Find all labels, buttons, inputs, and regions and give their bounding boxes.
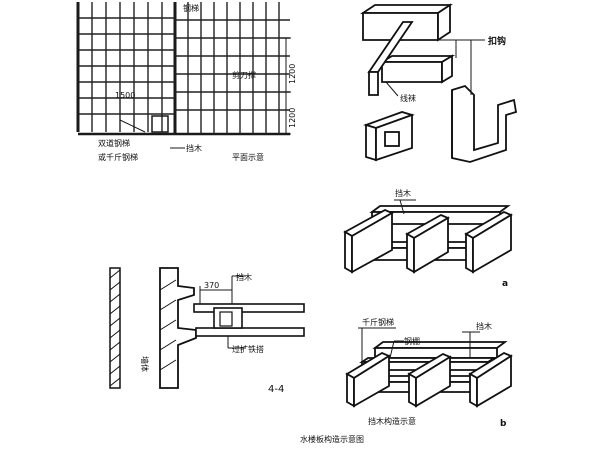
plan-right-verticals: [187, 2, 280, 134]
a-block2-side: [413, 216, 449, 274]
b-back-rail: [374, 347, 498, 359]
beam-side: [437, 3, 451, 42]
label-fig-b: b: [500, 419, 507, 429]
lower-slab: [195, 327, 305, 337]
label-dangmu-detail: 挡木: [236, 272, 252, 282]
plan-left-horizontals: [78, 17, 175, 115]
label-dangmu-a: 挡木: [395, 188, 411, 198]
label-dangmu-gouzao: 挡木构造示意: [368, 416, 416, 426]
a-block2-face: [406, 232, 415, 274]
a-block1-face: [344, 230, 353, 274]
label-dim-1500: 1500: [115, 91, 135, 100]
label-kougou: 扣钩: [488, 35, 506, 47]
column-hatch: [159, 279, 177, 371]
label-section: 4-4: [268, 384, 284, 395]
caption: 水楼板构造示意图: [300, 434, 364, 444]
figure-a: [343, 205, 513, 274]
label-gangti: 钢梯: [183, 3, 199, 13]
wall-hatch: [109, 269, 121, 387]
label-double-ladder-2: 或千斤钢梯: [98, 152, 138, 162]
label-dim-1200-b: 1200: [288, 108, 297, 128]
beam2-side: [441, 54, 453, 84]
bracket-left: [365, 123, 377, 162]
label-scissor-brace: 剪刀撑: [232, 70, 256, 80]
label-xianwa: 线袜: [400, 93, 416, 103]
clamp-detail: [360, 3, 518, 163]
section-view: [109, 267, 305, 389]
plan-view: [76, 2, 291, 136]
label-qianjin: 千斤钢梯: [362, 317, 394, 327]
plan-right-horizontals: [175, 19, 290, 111]
plan-dash-leader: [119, 119, 146, 133]
label-dangmu-b: 挡木: [476, 321, 492, 331]
plan-detail-box: [151, 115, 169, 133]
label-wall: 墙体: [140, 356, 150, 372]
label-fig-a: a: [502, 279, 508, 289]
label-plan-view: 平面示意: [232, 152, 264, 162]
label-double-ladder-1: 双道钢梯: [98, 138, 130, 148]
label-gangpeng: 钢棚: [404, 336, 420, 346]
a-block1-side: [351, 211, 393, 274]
figure-b: [345, 341, 513, 408]
label-dangmu-main: 挡木: [186, 143, 202, 153]
a-block3-side: [472, 213, 512, 274]
hook: [451, 84, 518, 163]
a-block3-face: [465, 232, 474, 274]
wall-left: [109, 267, 121, 389]
bracket-window: [384, 131, 400, 147]
label-dim-1200-a: 1200: [288, 64, 297, 84]
beam-top-face: [360, 4, 453, 14]
plan-left-verticals: [91, 2, 163, 132]
label-dim-370: 370: [204, 281, 219, 290]
post-base: [368, 71, 379, 96]
beam2-front: [381, 61, 443, 83]
column: [159, 267, 197, 389]
label-guoqiang: 过扩铁搭: [232, 344, 264, 354]
upper-slab: [193, 303, 305, 313]
